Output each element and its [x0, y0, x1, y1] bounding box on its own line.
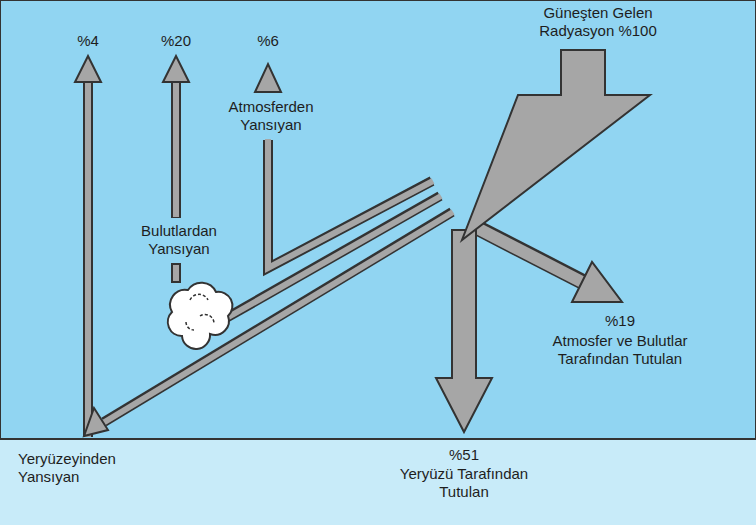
percent-label: %19 — [601, 312, 640, 330]
arrow-head — [255, 64, 281, 92]
percent-label: %6 — [253, 32, 283, 50]
incoming-arrow — [462, 50, 650, 240]
arrow-head — [572, 262, 622, 302]
arrow-shaft — [226, 196, 440, 318]
cloud — [168, 283, 233, 349]
arrow-head — [163, 56, 189, 82]
arrow-shaft — [478, 228, 583, 282]
arrow-down — [436, 230, 492, 432]
reflection-label: Yeryüzeyinden Yansıyan — [18, 450, 168, 486]
arrow-shaft — [85, 79, 91, 437]
arrow-shaft — [173, 79, 179, 217]
arrow-head — [84, 408, 108, 436]
arrow-shaft — [477, 228, 584, 283]
percent-label: %51 — [424, 446, 504, 464]
arrow-shaft — [103, 212, 453, 423]
arrow-shaft — [172, 264, 180, 282]
ground-band: Yeryüzeyinden Yansıyan %51Yeryüzü Tarafın… — [0, 438, 756, 525]
arrow-head — [75, 56, 101, 82]
absorption-label: Atmosfer ve Bulutlar Tarafından Tutulan — [535, 332, 705, 368]
absorption-label: Yeryüzü Tarafından Tutulan — [384, 465, 544, 501]
arrow-shaft — [104, 212, 452, 422]
percent-label: %4 — [73, 32, 103, 50]
reflection-label: Bulutlardan Yansıyan — [116, 222, 242, 258]
arrow-shaft — [171, 80, 181, 218]
reflection-label: Atmosferden Yansıyan — [208, 98, 334, 134]
percent-label: %20 — [157, 32, 196, 50]
source-label: Güneşten Gelen Radyasyon %100 — [523, 4, 673, 40]
cloud-curl — [186, 294, 214, 330]
arrow-shaft — [83, 80, 93, 437]
arrow-shaft — [225, 196, 441, 319]
